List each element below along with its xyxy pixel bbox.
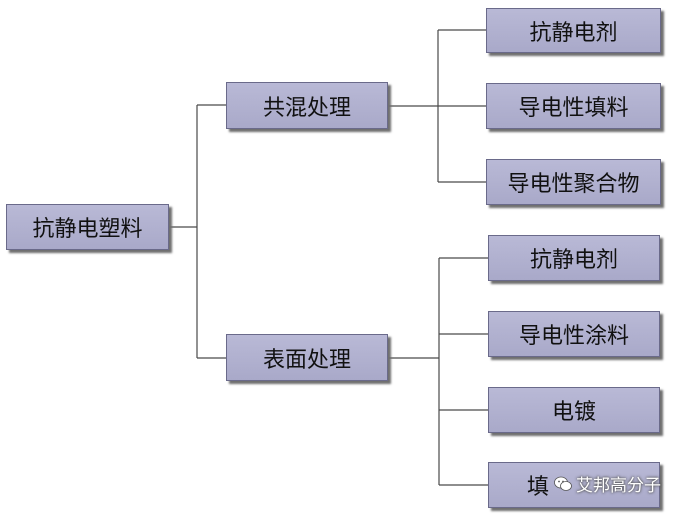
- leaf-node: 导电性聚合物: [486, 159, 661, 205]
- watermark: 艾邦高分子: [554, 471, 661, 496]
- leaf-node-label: 导电性聚合物: [507, 172, 640, 197]
- leaf-node: 抗静电剂: [486, 8, 661, 53]
- root-node-label: 抗静电塑料: [32, 217, 143, 242]
- leaf-node: 导电性填料: [486, 83, 661, 129]
- branch-node-label: 共混处理: [262, 95, 351, 121]
- leaf-node-label: 电镀: [551, 400, 596, 425]
- branch-node-blend: 共混处理: [226, 82, 388, 129]
- leaf-node: 抗静电剂: [488, 235, 660, 281]
- leaf-node: 填: [488, 462, 660, 508]
- leaf-node-label: 抗静电剂: [529, 20, 618, 46]
- branch-node-label: 表面处理: [262, 347, 351, 373]
- leaf-node: 导电性涂料: [488, 311, 660, 357]
- leaf-node-label: 导电性填料: [518, 96, 629, 121]
- root-node: 抗静电塑料: [6, 204, 169, 250]
- branch-node-surface: 表面处理: [226, 334, 388, 381]
- leaf-node-label: 填: [527, 475, 550, 500]
- leaf-node-label: 导电性涂料: [518, 324, 629, 349]
- leaf-node: 电镀: [488, 387, 660, 433]
- wechat-icon: [554, 476, 572, 491]
- leaf-node-label: 抗静电剂: [529, 248, 618, 273]
- watermark-text: 艾邦高分子: [576, 476, 661, 496]
